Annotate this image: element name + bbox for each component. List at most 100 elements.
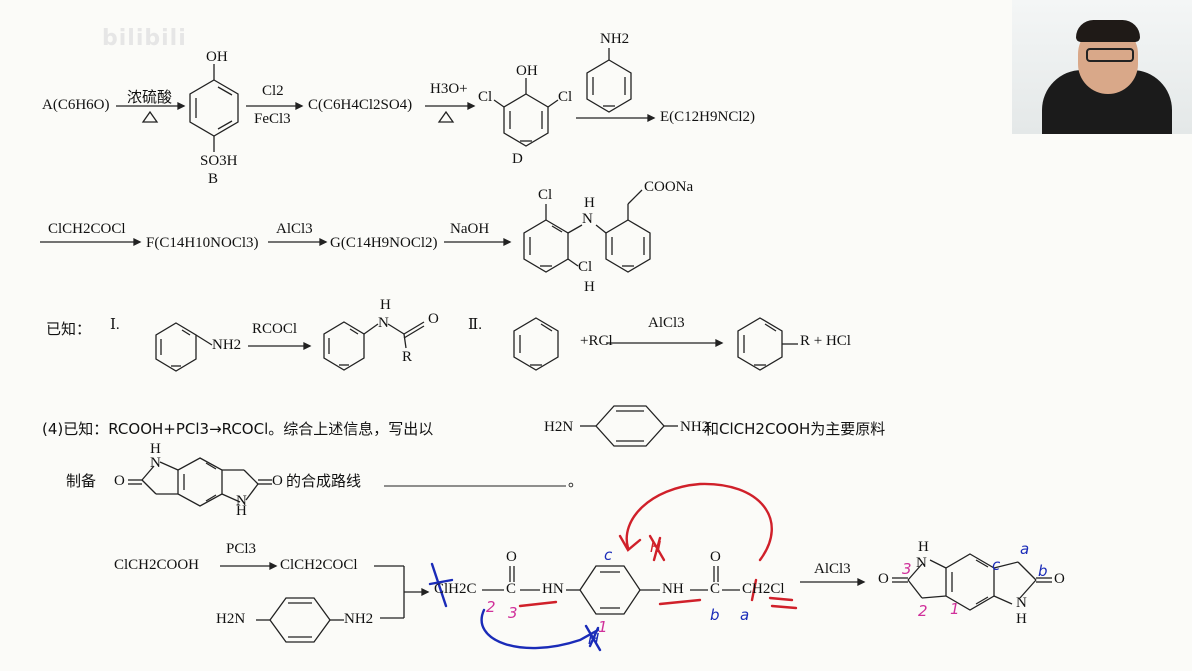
- annot-pink-2: 2: [486, 598, 496, 616]
- final-o-left: O: [878, 571, 889, 587]
- D-label: D: [512, 151, 523, 167]
- annot-pink-1: 1: [598, 618, 608, 636]
- known-II-product: R + HCl: [800, 333, 851, 349]
- known-II-plus: +RCl: [580, 333, 613, 349]
- product-h-bottom: H: [584, 279, 595, 295]
- target-o-left: O: [114, 473, 125, 489]
- answer-mid-left: ClH2C: [434, 581, 477, 597]
- known-II-label: Ⅱ.: [468, 317, 482, 333]
- known-II-reagent: AlCl3: [648, 315, 685, 331]
- target-n-top: N: [150, 455, 161, 471]
- product-n: N: [582, 211, 593, 227]
- watermark: bilibili: [102, 26, 187, 51]
- ring-answer-diamine: [269, 597, 331, 643]
- question-line1-a: (4)已知：RCOOH+PCl3→RCOCl。综合上述信息，写出以: [42, 420, 434, 438]
- final-h-top: H: [918, 539, 929, 555]
- ring-known-II-b: [737, 317, 783, 371]
- reagent-fecl3: FeCl3: [254, 111, 291, 127]
- final-o-right: O: [1054, 571, 1065, 587]
- product-coona: COONa: [644, 179, 694, 195]
- answer-diamine-nh2: NH2: [344, 611, 374, 627]
- answer-mid-c1: C: [506, 581, 517, 597]
- answer-reagent-pcl3: PCl3: [226, 541, 257, 557]
- D-cl-left: Cl: [478, 89, 493, 105]
- reagent-h3o: H3O+: [430, 81, 468, 97]
- annot-blue-b: b: [710, 606, 720, 624]
- product-cl-bottom: Cl: [578, 259, 593, 275]
- ring-q-diamine: [595, 405, 665, 447]
- compound-F: F(C14H10NOCl3): [146, 235, 259, 251]
- known-I-o: O: [428, 311, 439, 327]
- answer-mid-hn: HN: [542, 581, 564, 597]
- reagent-cl2: Cl2: [262, 83, 284, 99]
- known-I-h: H: [380, 297, 391, 313]
- question-nh2: NH2: [680, 419, 710, 435]
- product-h: H: [584, 195, 595, 211]
- final-n-bottom: N: [1016, 595, 1027, 611]
- question-h2n: H2N: [544, 419, 574, 435]
- reagent-alcl3-row2: AlCl3: [276, 221, 313, 237]
- blue-curve-arrow: [480, 608, 600, 650]
- answer-mid-nh: NH: [662, 581, 684, 597]
- question-line2-b: 的合成路线: [286, 472, 362, 490]
- target-h-bottom: H: [236, 503, 247, 519]
- ring-answer-middle: [579, 565, 641, 615]
- final-h-bottom: H: [1016, 611, 1027, 627]
- compound-A: A(C6H6O): [42, 97, 110, 113]
- known-I-label: Ⅰ.: [110, 317, 120, 333]
- ring-known-II-a: [513, 317, 559, 371]
- ring-known-I-b: [323, 321, 365, 371]
- annot-pink-2b: 2: [918, 602, 928, 620]
- annot-pink-3: 3: [508, 604, 518, 622]
- answer-mid-right: CH2Cl: [742, 581, 785, 597]
- D-cl-right: Cl: [558, 89, 573, 105]
- B-oh: OH: [206, 49, 228, 65]
- D-oh: OH: [516, 63, 538, 79]
- annot-blue-b2: b: [1038, 562, 1048, 580]
- annot-blue-a: a: [740, 606, 750, 624]
- reagent-chloroacetyl: ClCH2COCl: [48, 221, 126, 237]
- compound-C: C(C6H4Cl2SO4): [308, 97, 413, 113]
- answer-inter1: ClCH2COCl: [280, 557, 358, 573]
- answer-mid-o1: O: [506, 549, 517, 565]
- known-I-r: R: [402, 349, 413, 365]
- red-curve-arrow: [625, 482, 773, 562]
- aniline-nh2: NH2: [600, 31, 630, 47]
- B-so3h: SO3H: [200, 153, 238, 169]
- delta-1: [141, 110, 159, 123]
- answer-start: ClCH2COOH: [114, 557, 200, 573]
- reagent-naoh: NaOH: [450, 221, 490, 237]
- B-label: B: [208, 171, 219, 187]
- known-prefix: 已知：: [46, 320, 92, 338]
- known-I-n: N: [378, 315, 389, 331]
- known-I-nh2: NH2: [212, 337, 242, 353]
- compound-E: E(C12H9NCl2): [660, 109, 755, 125]
- annot-blue-c: c: [604, 546, 613, 564]
- delta-2: [437, 110, 455, 123]
- answer-mid-o2: O: [710, 549, 721, 565]
- annot-red-h: H: [650, 538, 662, 556]
- reagent-conc-sulfuric: 浓硫酸: [127, 88, 173, 106]
- final-n-top: N: [916, 555, 927, 571]
- annot-pink-1b: 1: [950, 600, 960, 618]
- annot-blue-a2: a: [1020, 540, 1030, 558]
- annot-blue-c2: c: [992, 556, 1001, 574]
- question-line2-a: 制备: [66, 472, 97, 490]
- target-n-bottom: N: [236, 493, 247, 509]
- question-line2-end: 。: [568, 472, 584, 490]
- answer-reagent-alcl3: AlCl3: [814, 561, 851, 577]
- question-line1-b: 和ClCH2COOH为主要原料: [704, 420, 886, 438]
- ring-aniline: [586, 59, 632, 113]
- answer-mid-c2: C: [710, 581, 721, 597]
- target-o-right: O: [272, 473, 283, 489]
- presenter-webcam: [1012, 0, 1192, 134]
- annot-pink-3b: 3: [902, 560, 912, 578]
- ring-B: [189, 79, 239, 137]
- annot-blue-h: H: [588, 630, 600, 648]
- compound-G: G(C14H9NOCl2): [330, 235, 438, 251]
- ring-known-I-a: [155, 322, 197, 372]
- product-cl-top: Cl: [538, 187, 553, 203]
- answer-diamine-h2n: H2N: [216, 611, 246, 627]
- target-h-top: H: [150, 441, 161, 457]
